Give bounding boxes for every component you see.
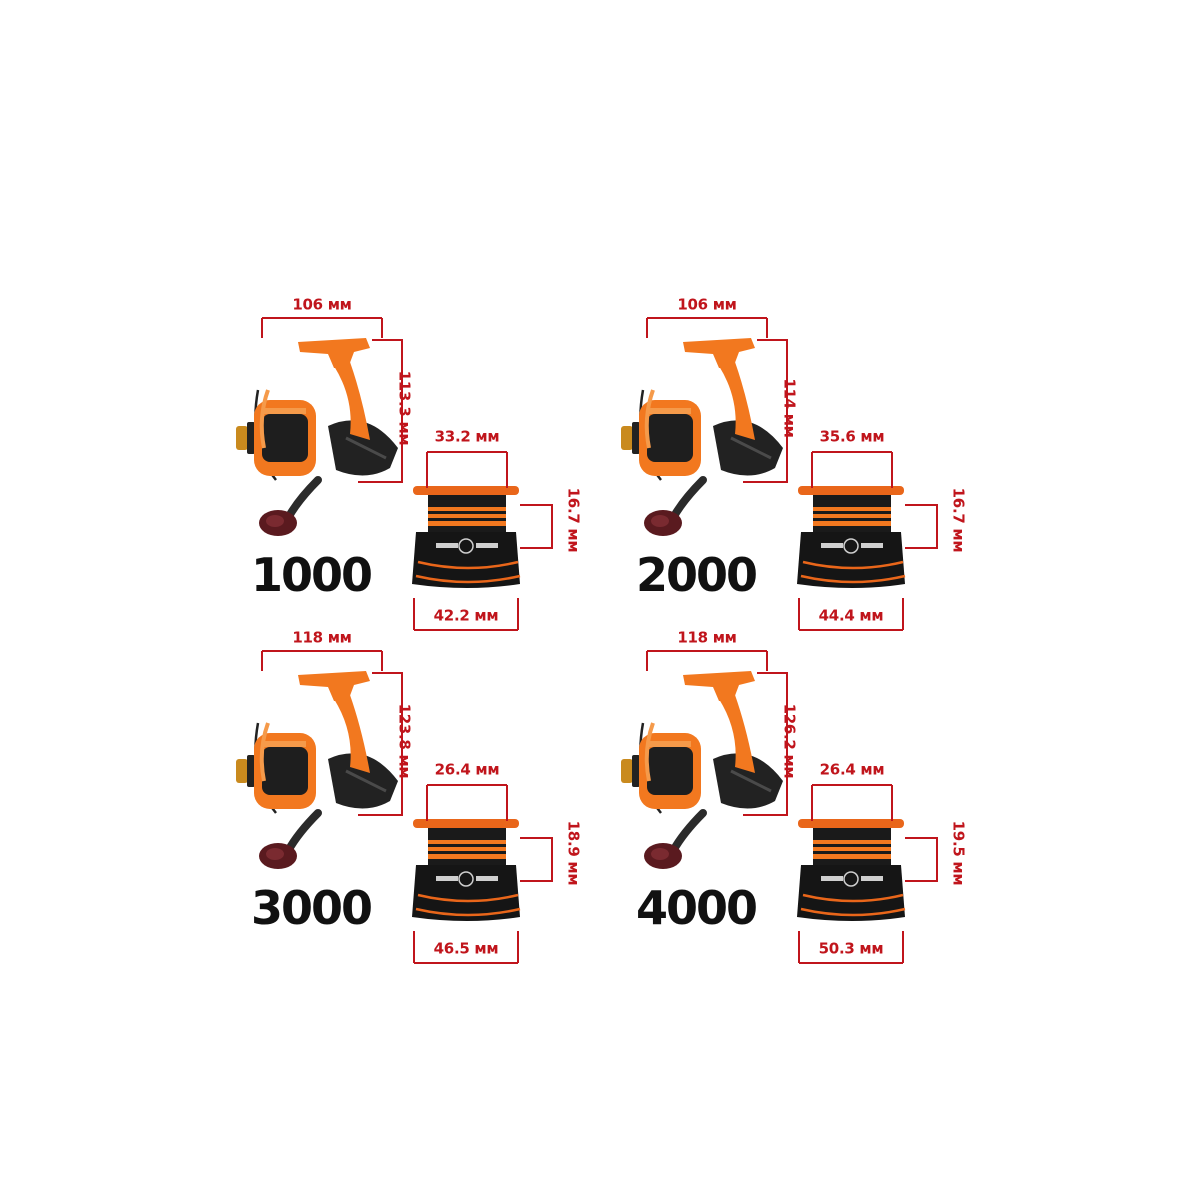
spool-depth-dimension-bracket <box>905 504 938 549</box>
spool-depth-label: 19.5 мм <box>949 820 968 886</box>
spool-bottom-label: 42.2 мм <box>433 606 499 625</box>
reel-width-label: 118 мм <box>292 628 352 647</box>
spool-depth-dimension-bracket <box>905 837 938 882</box>
model-size-label: 3000 <box>250 881 373 935</box>
reel-height-dimension-bracket <box>743 672 788 816</box>
model-size-label: 2000 <box>635 548 758 602</box>
model-panel <box>236 650 553 964</box>
spool-top-label: 33.2 мм <box>434 427 500 446</box>
reel-height-dimension-bracket <box>358 672 403 816</box>
spinning-reel-icon <box>621 671 783 869</box>
reel-height-dimension-bracket <box>743 339 788 483</box>
spare-spool-icon <box>795 817 907 923</box>
model-size-label: 1000 <box>250 548 373 602</box>
spare-spool-icon <box>795 484 907 590</box>
reel-width-label: 118 мм <box>677 628 737 647</box>
spare-spool-icon <box>410 484 522 590</box>
reel-height-dimension-bracket <box>358 339 403 483</box>
spool-depth-label: 16.7 мм <box>949 487 968 553</box>
spool-bottom-label: 50.3 мм <box>818 939 884 958</box>
spool-top-label: 26.4 мм <box>434 760 500 779</box>
model-panel <box>621 650 938 964</box>
model-panel <box>621 317 938 631</box>
spool-bottom-label: 46.5 мм <box>433 939 499 958</box>
spool-depth-dimension-bracket <box>520 837 553 882</box>
spool-depth-label: 18.9 мм <box>564 820 583 886</box>
reel-height-label: 123.8 мм <box>395 703 414 779</box>
spare-spool-icon <box>410 817 522 923</box>
spool-depth-dimension-bracket <box>520 504 553 549</box>
reel-width-label: 106 мм <box>677 295 737 314</box>
model-size-label: 4000 <box>635 881 758 935</box>
spool-bottom-label: 44.4 мм <box>818 606 884 625</box>
spool-depth-label: 16.7 мм <box>564 487 583 553</box>
spool-top-label: 26.4 мм <box>819 760 885 779</box>
spinning-reel-icon <box>236 671 398 869</box>
reel-height-label: 113.3 мм <box>395 370 414 446</box>
spinning-reel-icon <box>236 338 398 536</box>
spinning-reel-icon <box>621 338 783 536</box>
reel-height-label: 126.2 мм <box>780 703 799 779</box>
reel-width-label: 106 мм <box>292 295 352 314</box>
spool-top-label: 35.6 мм <box>819 427 885 446</box>
reel-height-label: 114 мм <box>780 378 799 438</box>
model-panel <box>236 317 553 631</box>
